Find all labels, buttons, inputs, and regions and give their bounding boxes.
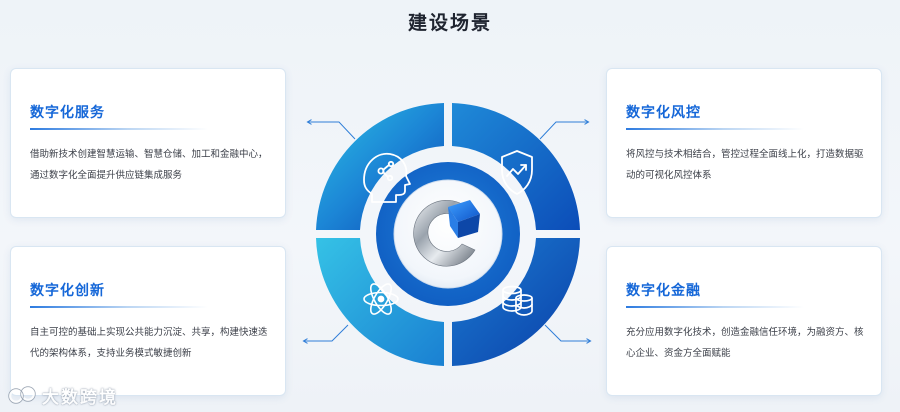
- card-divider: [30, 306, 208, 308]
- atom-icon: [363, 283, 399, 315]
- brain-head-icon: [363, 152, 411, 203]
- card-desc-risk: 将风控与技术相结合，管控过程全面线上化，打造数据驱动的可视化风控体系: [626, 149, 864, 181]
- card-desc-service: 借助新技术创建智慧运输、智慧仓储、加工和金融中心，通过数字化全面提升供应链集成服…: [30, 149, 268, 181]
- card-title-finance: 数字化金融: [626, 283, 701, 299]
- ring-quadrant-top-right: [452, 103, 580, 230]
- ring-quadrant-top-left: [316, 103, 444, 230]
- card-title-service: 数字化服务: [30, 105, 105, 121]
- card-digital-finance: 数字化金融 充分应用数字化技术，创造金融信任环境，为融资方、核心企业、资金方全面…: [606, 246, 882, 396]
- center-core: [393, 179, 503, 289]
- card-digital-risk: 数字化风控 将风控与技术相结合，管控过程全面线上化，打造数据驱动的可视化风控体系: [606, 68, 882, 218]
- page-title: 建设场景: [407, 12, 492, 34]
- database-stack-icon: [502, 285, 533, 316]
- card-desc-finance: 充分应用数字化技术，创造金融信任环境，为融资方、核心企业、资金方全面赋能: [626, 327, 864, 359]
- card-divider: [626, 306, 804, 308]
- card-divider: [30, 128, 208, 130]
- card-digital-innovation: 数字化创新 自主可控的基础上实现公共能力沉淀、共享，构建快速迭代的架构体系，支持…: [10, 246, 286, 396]
- card-title-innovate: 数字化创新: [30, 283, 105, 299]
- shield-chart-icon: [501, 150, 533, 195]
- connector-innovate: [304, 324, 349, 341]
- watermark-text: 大数跨境: [42, 387, 118, 408]
- logo-ring-icon: [413, 200, 480, 267]
- card-digital-service: 数字化服务 借助新技术创建智慧运输、智慧仓储、加工和金融中心，通过数字化全面提升…: [10, 68, 286, 218]
- connector-risk: [539, 122, 588, 140]
- connector-finance: [544, 324, 590, 341]
- card-title-risk: 数字化风控: [626, 105, 701, 121]
- connector-service: [308, 122, 356, 140]
- card-desc-innovate: 自主可控的基础上实现公共能力沉淀、共享，构建快速迭代的架构体系，支持业务模式敏捷…: [30, 327, 268, 359]
- watermark: 大数跨境: [8, 382, 118, 408]
- card-divider: [626, 128, 804, 130]
- watermark-logo-icon: [8, 386, 36, 404]
